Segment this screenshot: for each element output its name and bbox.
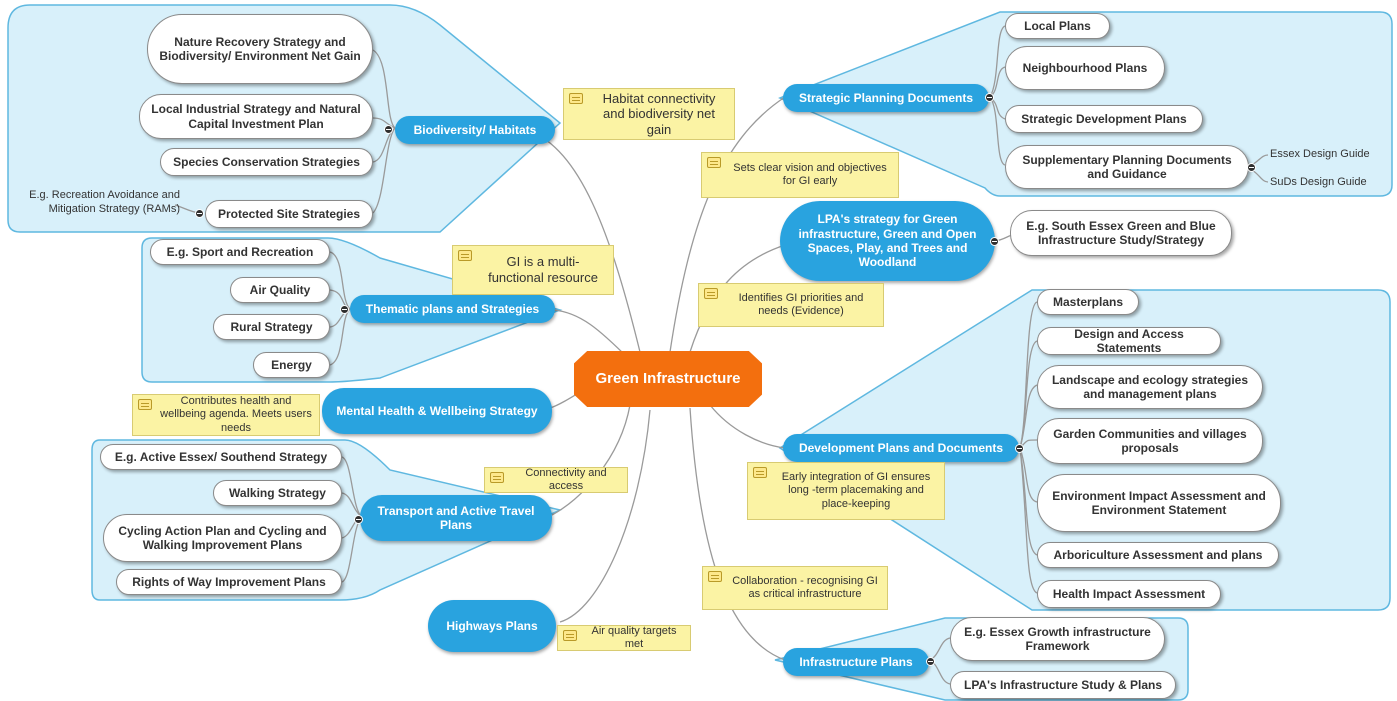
note-icon (708, 571, 722, 582)
leaf-local-industrial-strategy[interactable]: Local Industrial Strategy and Natural Ca… (139, 94, 373, 139)
leaf-lpa-infrastructure[interactable]: LPA's Infrastructure Study & Plans (950, 671, 1176, 699)
sub-item-suds-design-guide: SuDs Design Guide (1270, 176, 1367, 188)
leaf-supplementary-planning[interactable]: Supplementary Planning Documents and Gui… (1005, 145, 1249, 189)
leaf-strategic-development-plans[interactable]: Strategic Development Plans (1005, 105, 1203, 133)
leaf-garden-communities[interactable]: Garden Communities and villages proposal… (1037, 418, 1263, 464)
sub-item-recreation-avoidance: E.g. Recreation Avoidance and Mitigation… (29, 189, 180, 215)
leaf-essex-growth[interactable]: E.g. Essex Growth infrastructure Framewo… (950, 617, 1165, 661)
leaf-active-essex[interactable]: E.g. Active Essex/ Southend Strategy (100, 444, 342, 470)
collapse-dot-icon[interactable] (384, 125, 393, 134)
hub-biodiversity-habitats[interactable]: Biodiversity/ Habitats (395, 116, 555, 144)
collapse-dot-icon[interactable] (926, 657, 935, 666)
collapse-dot-icon[interactable] (340, 305, 349, 314)
leaf-neighbourhood-plans[interactable]: Neighbourhood Plans (1005, 46, 1165, 90)
hub-infrastructure-plans[interactable]: Infrastructure Plans (783, 648, 929, 676)
note-habitat[interactable]: Habitat connectivity and biodiversity ne… (563, 88, 735, 140)
leaf-rural-strategy[interactable]: Rural Strategy (213, 314, 330, 340)
hub-mental-health[interactable]: Mental Health & Wellbeing Strategy (322, 388, 552, 434)
leaf-south-essex-study[interactable]: E.g. South Essex Green and Blue Infrastr… (1010, 210, 1232, 256)
note-collaboration[interactable]: Collaboration - recognising GI as critic… (702, 566, 888, 610)
leaf-local-plans[interactable]: Local Plans (1005, 13, 1110, 39)
note-icon (563, 630, 577, 641)
note-health[interactable]: Contributes health and wellbeing agenda.… (132, 394, 320, 436)
hub-lpa-strategy[interactable]: LPA's strategy for Green infrastructure,… (780, 201, 995, 281)
note-integration[interactable]: Early integration of GI ensures long -te… (747, 462, 945, 520)
leaf-environment-impact[interactable]: Environment Impact Assessment and Enviro… (1037, 474, 1281, 532)
collapse-dot-icon[interactable] (195, 209, 204, 218)
note-priorities[interactable]: Identifies GI priorities and needs (Evid… (698, 283, 884, 327)
leaf-cycling-action-plan[interactable]: Cycling Action Plan and Cycling and Walk… (103, 514, 342, 562)
note-icon (138, 399, 152, 410)
hub-thematic-plans[interactable]: Thematic plans and Strategies (350, 295, 555, 323)
sub-item-essex-design-guide: Essex Design Guide (1270, 148, 1370, 160)
leaf-health-impact[interactable]: Health Impact Assessment (1037, 580, 1221, 608)
note-icon (490, 472, 504, 483)
note-connectivity[interactable]: Connectivity and access (484, 467, 628, 493)
leaf-arboriculture[interactable]: Arboriculture Assessment and plans (1037, 542, 1279, 568)
collapse-dot-icon[interactable] (985, 93, 994, 102)
note-vision[interactable]: Sets clear vision and objectives for GI … (701, 152, 899, 198)
leaf-energy[interactable]: Energy (253, 352, 330, 378)
note-icon (458, 250, 472, 261)
collapse-dot-icon[interactable] (354, 515, 363, 524)
leaf-nature-recovery[interactable]: Nature Recovery Strategy and Biodiversit… (147, 14, 373, 84)
note-icon (753, 467, 767, 478)
collapse-dot-icon[interactable] (1247, 163, 1256, 172)
note-icon (704, 288, 718, 299)
hub-transport-active-travel[interactable]: Transport and Active Travel Plans (360, 495, 552, 541)
note-air-quality[interactable]: Air quality targets met (557, 625, 691, 651)
leaf-walking-strategy[interactable]: Walking Strategy (213, 480, 342, 506)
central-topic[interactable]: Green Infrastructure (574, 351, 762, 407)
note-icon (569, 93, 583, 104)
leaf-masterplans[interactable]: Masterplans (1037, 289, 1139, 315)
leaf-air-quality[interactable]: Air Quality (230, 277, 330, 303)
leaf-landscape-ecology[interactable]: Landscape and ecology strategies and man… (1037, 365, 1263, 409)
hub-highways-plans[interactable]: Highways Plans (428, 600, 556, 652)
note-icon (707, 157, 721, 168)
collapse-dot-icon[interactable] (1015, 444, 1024, 453)
leaf-species-conservation[interactable]: Species Conservation Strategies (160, 148, 373, 176)
leaf-rights-of-way[interactable]: Rights of Way Improvement Plans (116, 569, 342, 595)
collapse-dot-icon[interactable] (990, 237, 999, 246)
leaf-design-access[interactable]: Design and Access Statements (1037, 327, 1221, 355)
leaf-sport-recreation[interactable]: E.g. Sport and Recreation (150, 239, 330, 265)
hub-development-plans[interactable]: Development Plans and Documents (783, 434, 1019, 462)
leaf-protected-site[interactable]: Protected Site Strategies (205, 200, 373, 228)
hub-strategic-planning[interactable]: Strategic Planning Documents (783, 84, 989, 112)
note-multifunctional[interactable]: GI is a multi-functional resource (452, 245, 614, 295)
